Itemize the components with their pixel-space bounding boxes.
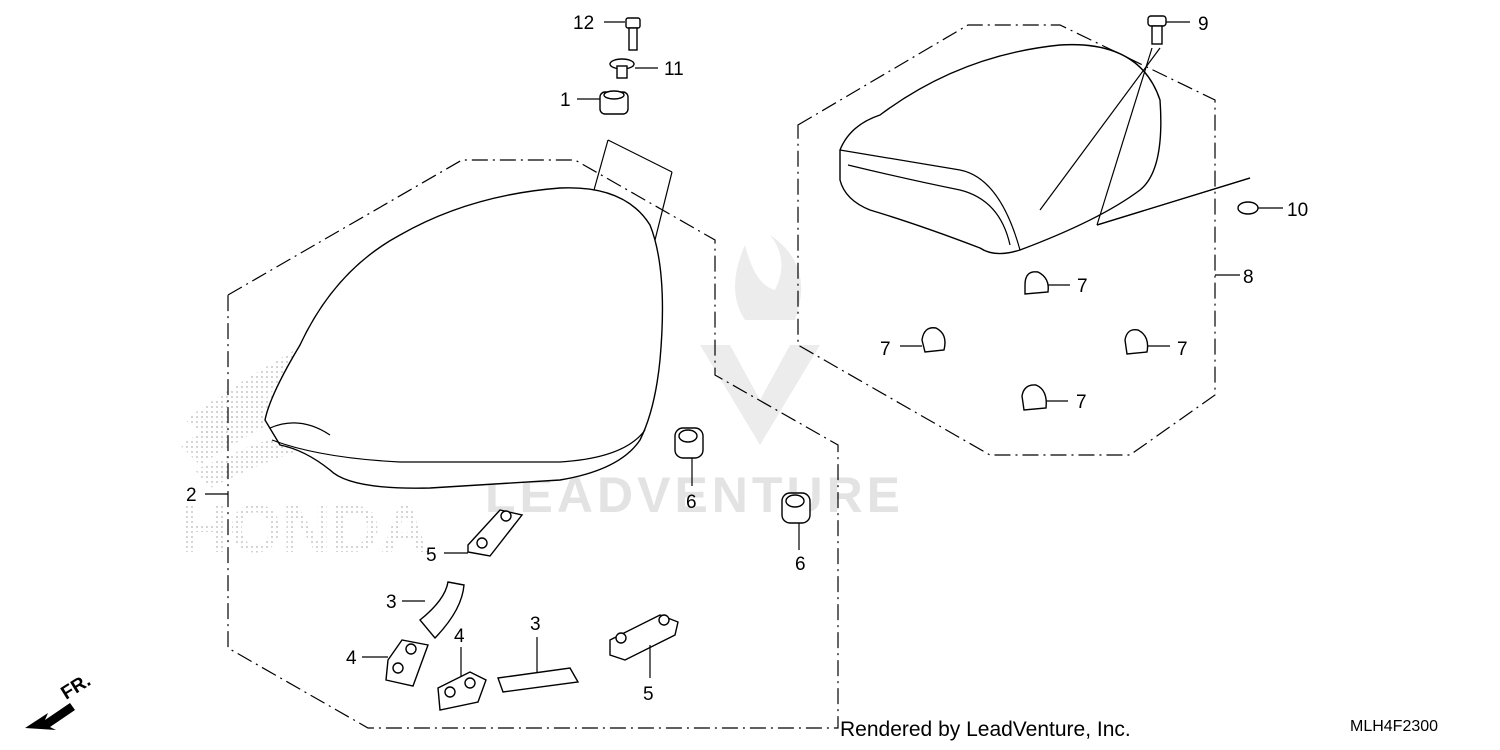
callout-7b: 7 <box>880 339 891 360</box>
cushion-7b <box>921 327 946 353</box>
callout-7c: 7 <box>1177 339 1188 360</box>
callout-4b: 4 <box>454 626 465 647</box>
cushion-7c <box>1124 329 1149 355</box>
callout-1: 1 <box>560 90 571 111</box>
rear-seat-assembly-boundary <box>797 24 1216 456</box>
callout-7a: 7 <box>1077 276 1088 297</box>
cushion-7d <box>1021 384 1047 411</box>
callout-5b: 5 <box>643 684 654 705</box>
washer-10 <box>1237 201 1259 215</box>
callout-6a: 6 <box>686 492 697 513</box>
rear-seat <box>839 43 1162 255</box>
bar-3b <box>497 667 580 693</box>
bolt-12 <box>625 17 641 51</box>
bar-3a <box>419 581 465 640</box>
block-4b <box>437 671 487 711</box>
grommet-1 <box>599 90 629 115</box>
callout-4a: 4 <box>346 648 357 669</box>
callout-3b: 3 <box>530 614 541 635</box>
render-credit: Rendered by LeadVenture, Inc. <box>840 718 1131 741</box>
honda-logo-text: HONDA <box>180 491 429 567</box>
block-4a <box>385 639 429 687</box>
front-seat <box>264 187 664 489</box>
cushion-6b <box>781 492 811 524</box>
collar-11 <box>609 58 635 79</box>
callout-2: 2 <box>186 485 197 506</box>
callout-10: 10 <box>1287 200 1308 221</box>
callout-3a: 3 <box>386 592 397 613</box>
bracket-5a <box>467 509 524 557</box>
diagram-code: MLH4F2300 <box>1350 718 1439 735</box>
callout-9: 9 <box>1198 14 1209 35</box>
callout-5a: 5 <box>426 545 437 566</box>
callout-7d: 7 <box>1076 392 1087 413</box>
callout-8: 8 <box>1243 267 1254 288</box>
bolt-9 <box>1147 15 1167 45</box>
cushion-6a <box>674 427 704 459</box>
front-seat-assembly-boundary <box>227 159 839 729</box>
bracket-5b <box>609 614 679 661</box>
cushion-7a <box>1024 271 1049 295</box>
callout-12: 12 <box>573 13 594 34</box>
callout-11: 11 <box>664 59 684 80</box>
callout-6b: 6 <box>795 554 806 575</box>
front-direction-arrow: FR. <box>25 670 95 730</box>
front-direction-label: FR. <box>58 670 95 704</box>
